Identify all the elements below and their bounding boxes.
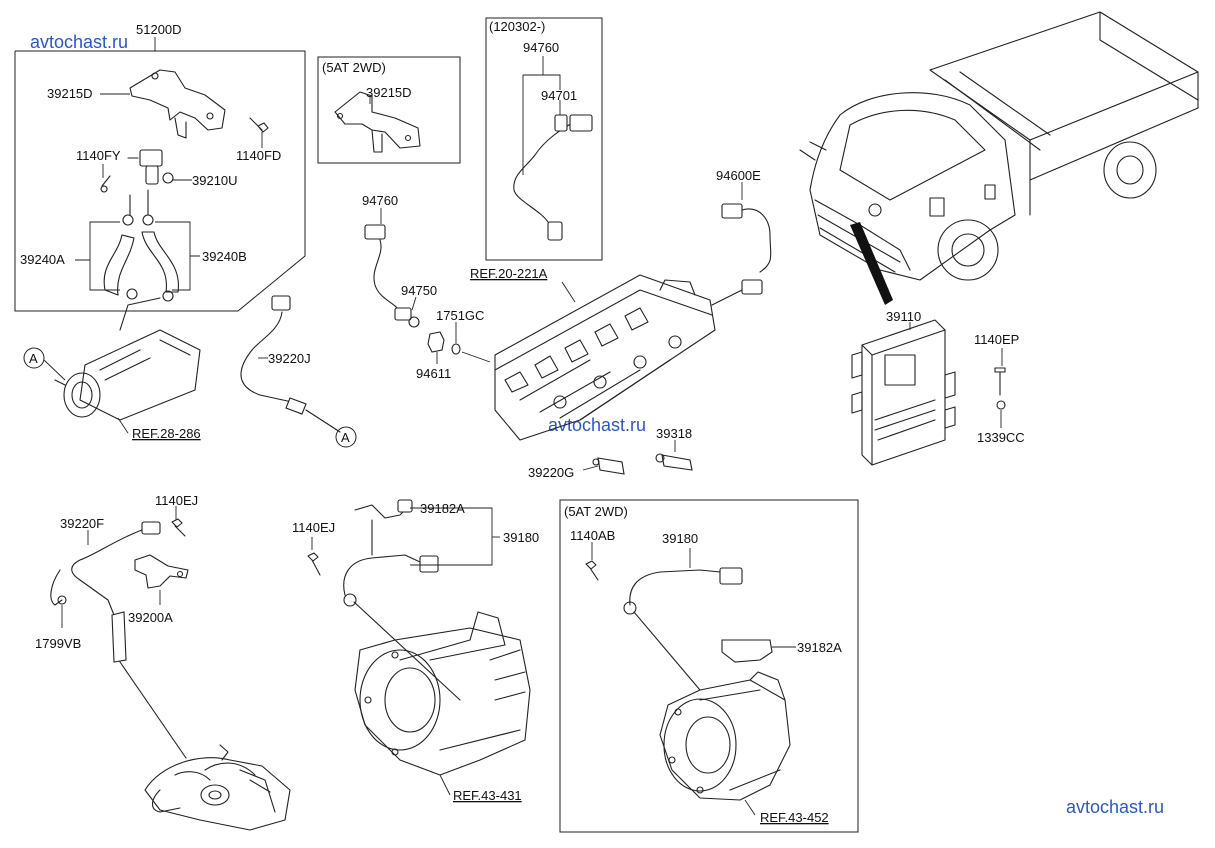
label-39110: 39110: [886, 309, 921, 324]
watermark-top-left: avtochast.ru: [30, 32, 128, 52]
label-39220F: 39220F: [60, 516, 104, 531]
converter-28-286-part: [54, 297, 201, 421]
label-94760-b: 94760: [362, 193, 398, 208]
callout-A-left: [23, 347, 45, 369]
box-label-5at-bottom: (5AT 2WD): [564, 504, 628, 519]
box-label-5at-top: (5AT 2WD): [322, 60, 386, 75]
label-39180-a: 39180: [503, 530, 539, 545]
label-1140FD: 1140FD: [236, 148, 281, 163]
label-94750: 94750: [401, 283, 437, 298]
label-1799VB: 1799VB: [35, 636, 81, 651]
label-1339CC: 1339CC: [977, 430, 1025, 445]
bracket-39182A-alt-part: [721, 639, 773, 663]
sensor-39180-alt-part: [623, 567, 743, 691]
ref-28-286: REF.28-286: [132, 426, 201, 441]
transmission-43-452-part: [659, 671, 791, 801]
label-1140AB: 1140AB: [570, 528, 615, 543]
frame-51200D: [14, 50, 306, 312]
label-94611: 94611: [416, 366, 451, 381]
label-94701: 94701: [541, 88, 577, 103]
label-39200A: 39200A: [128, 610, 173, 625]
bracket-39200A-part: [134, 554, 189, 589]
frame-5at-2wd-bottom: [559, 499, 859, 833]
watermark-center: avtochast.ru: [548, 415, 646, 435]
label-39215D-a: 39215D: [47, 86, 93, 101]
box-label-120302: (120302-): [489, 19, 545, 34]
label-51200D: 51200D: [136, 22, 182, 37]
sensor-39318-part: [655, 453, 693, 471]
ref-20-221A: REF.20-221A: [470, 266, 548, 281]
label-39240B: 39240B: [202, 249, 247, 264]
label-94760-a: 94760: [523, 40, 559, 55]
hoses-39240-part: [103, 189, 179, 302]
ecu-39110-part: [851, 319, 956, 466]
callout-A-right: [335, 426, 357, 448]
label-1140EP: 1140EP: [974, 332, 1019, 347]
label-39182A-a: 39182A: [420, 501, 465, 516]
frame-5at-2wd-top: [317, 56, 461, 164]
sensor-39220F-part: [50, 521, 187, 759]
sensor-39220G-part: [592, 457, 625, 475]
label-1140EJ-a: 1140EJ: [155, 493, 198, 508]
truck-illustration: [799, 11, 1199, 305]
label-39220J: 39220J: [268, 351, 311, 366]
cylinder-head-part: [494, 274, 716, 441]
label-39210U: 39210U: [192, 173, 238, 188]
sensor-94600E-part: [711, 203, 772, 306]
label-39220G: 39220G: [528, 465, 574, 480]
bracket-39215D-alt-part: [334, 91, 421, 153]
label-1140EJ-b: 1140EJ: [292, 520, 335, 535]
callout-A-left-text: A: [29, 351, 38, 366]
sensor-94760-part: [364, 224, 420, 328]
label-39180-b: 39180: [662, 531, 698, 546]
sensor-39220J-part: [240, 295, 341, 433]
frame-120302: [485, 17, 603, 261]
label-39240A: 39240A: [20, 252, 65, 267]
transmission-43-431-part: [354, 611, 531, 776]
label-39182A-b: 39182A: [797, 640, 842, 655]
sensor-94760-boxed-part: [513, 114, 593, 241]
sensor-39210U-part: [127, 149, 174, 185]
ref-43-431: REF.43-431: [453, 788, 522, 803]
label-39215D-b: 39215D: [366, 85, 412, 100]
label-39318: 39318: [656, 426, 692, 441]
label-94600E: 94600E: [716, 168, 761, 183]
watermark-bottom-right: avtochast.ru: [1066, 797, 1164, 817]
exhaust-assembly-part: [144, 744, 291, 831]
label-1140FY: 1140FY: [76, 148, 121, 163]
bracket-39215D-part: [129, 69, 226, 139]
ref-43-452: REF.43-452: [760, 810, 829, 825]
label-1751GC: 1751GC: [436, 308, 484, 323]
callout-A-right-text: A: [341, 430, 350, 445]
